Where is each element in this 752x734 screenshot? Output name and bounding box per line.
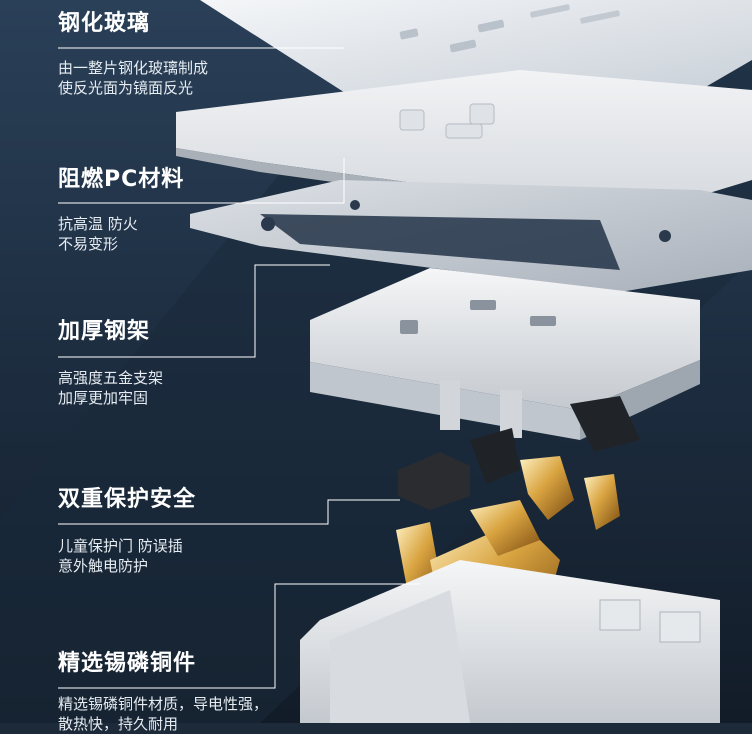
feature-desc-line: 儿童保护门 防误插: [58, 537, 183, 555]
feature-title: 精选锡磷铜件: [58, 651, 197, 676]
feature-desc-line: 使反光面为镜面反光: [58, 79, 194, 97]
feature-desc-line: 散热快，持久耐用: [58, 715, 179, 733]
feature-desc-line: 精选锡磷铜件材质，导电性强，: [58, 695, 269, 713]
feature-desc-line: 高强度五金支架: [58, 369, 164, 387]
feature-glass: 钢化玻璃 由一整片钢化玻璃制成 使反光面为镜面反光: [58, 10, 208, 98]
feature-title: 双重保护安全: [58, 487, 197, 512]
feature-desc-line: 意外触电防护: [58, 557, 149, 575]
feature-title: 加厚钢架: [58, 319, 151, 344]
feature-title: 阻燃PC材料: [58, 167, 185, 192]
feature-desc-line: 不易变形: [58, 235, 119, 253]
feature-desc-line: 抗高温 防火: [58, 215, 138, 233]
feature-desc-line: 加厚更加牢固: [58, 389, 149, 407]
feature-title: 钢化玻璃: [58, 11, 151, 36]
feature-steel: 加厚钢架 高强度五金支架 加厚更加牢固: [58, 318, 163, 408]
feature-copper: 精选锡磷铜件 精选锡磷铜件材质，导电性强， 散热快，持久耐用: [58, 650, 268, 734]
feature-pc: 阻燃PC材料 抗高温 防火 不易变形: [58, 166, 184, 254]
feature-desc-line: 由一整片钢化玻璃制成: [58, 59, 209, 77]
feature-safety: 双重保护安全 儿童保护门 防误插 意外触电防护: [58, 486, 196, 576]
